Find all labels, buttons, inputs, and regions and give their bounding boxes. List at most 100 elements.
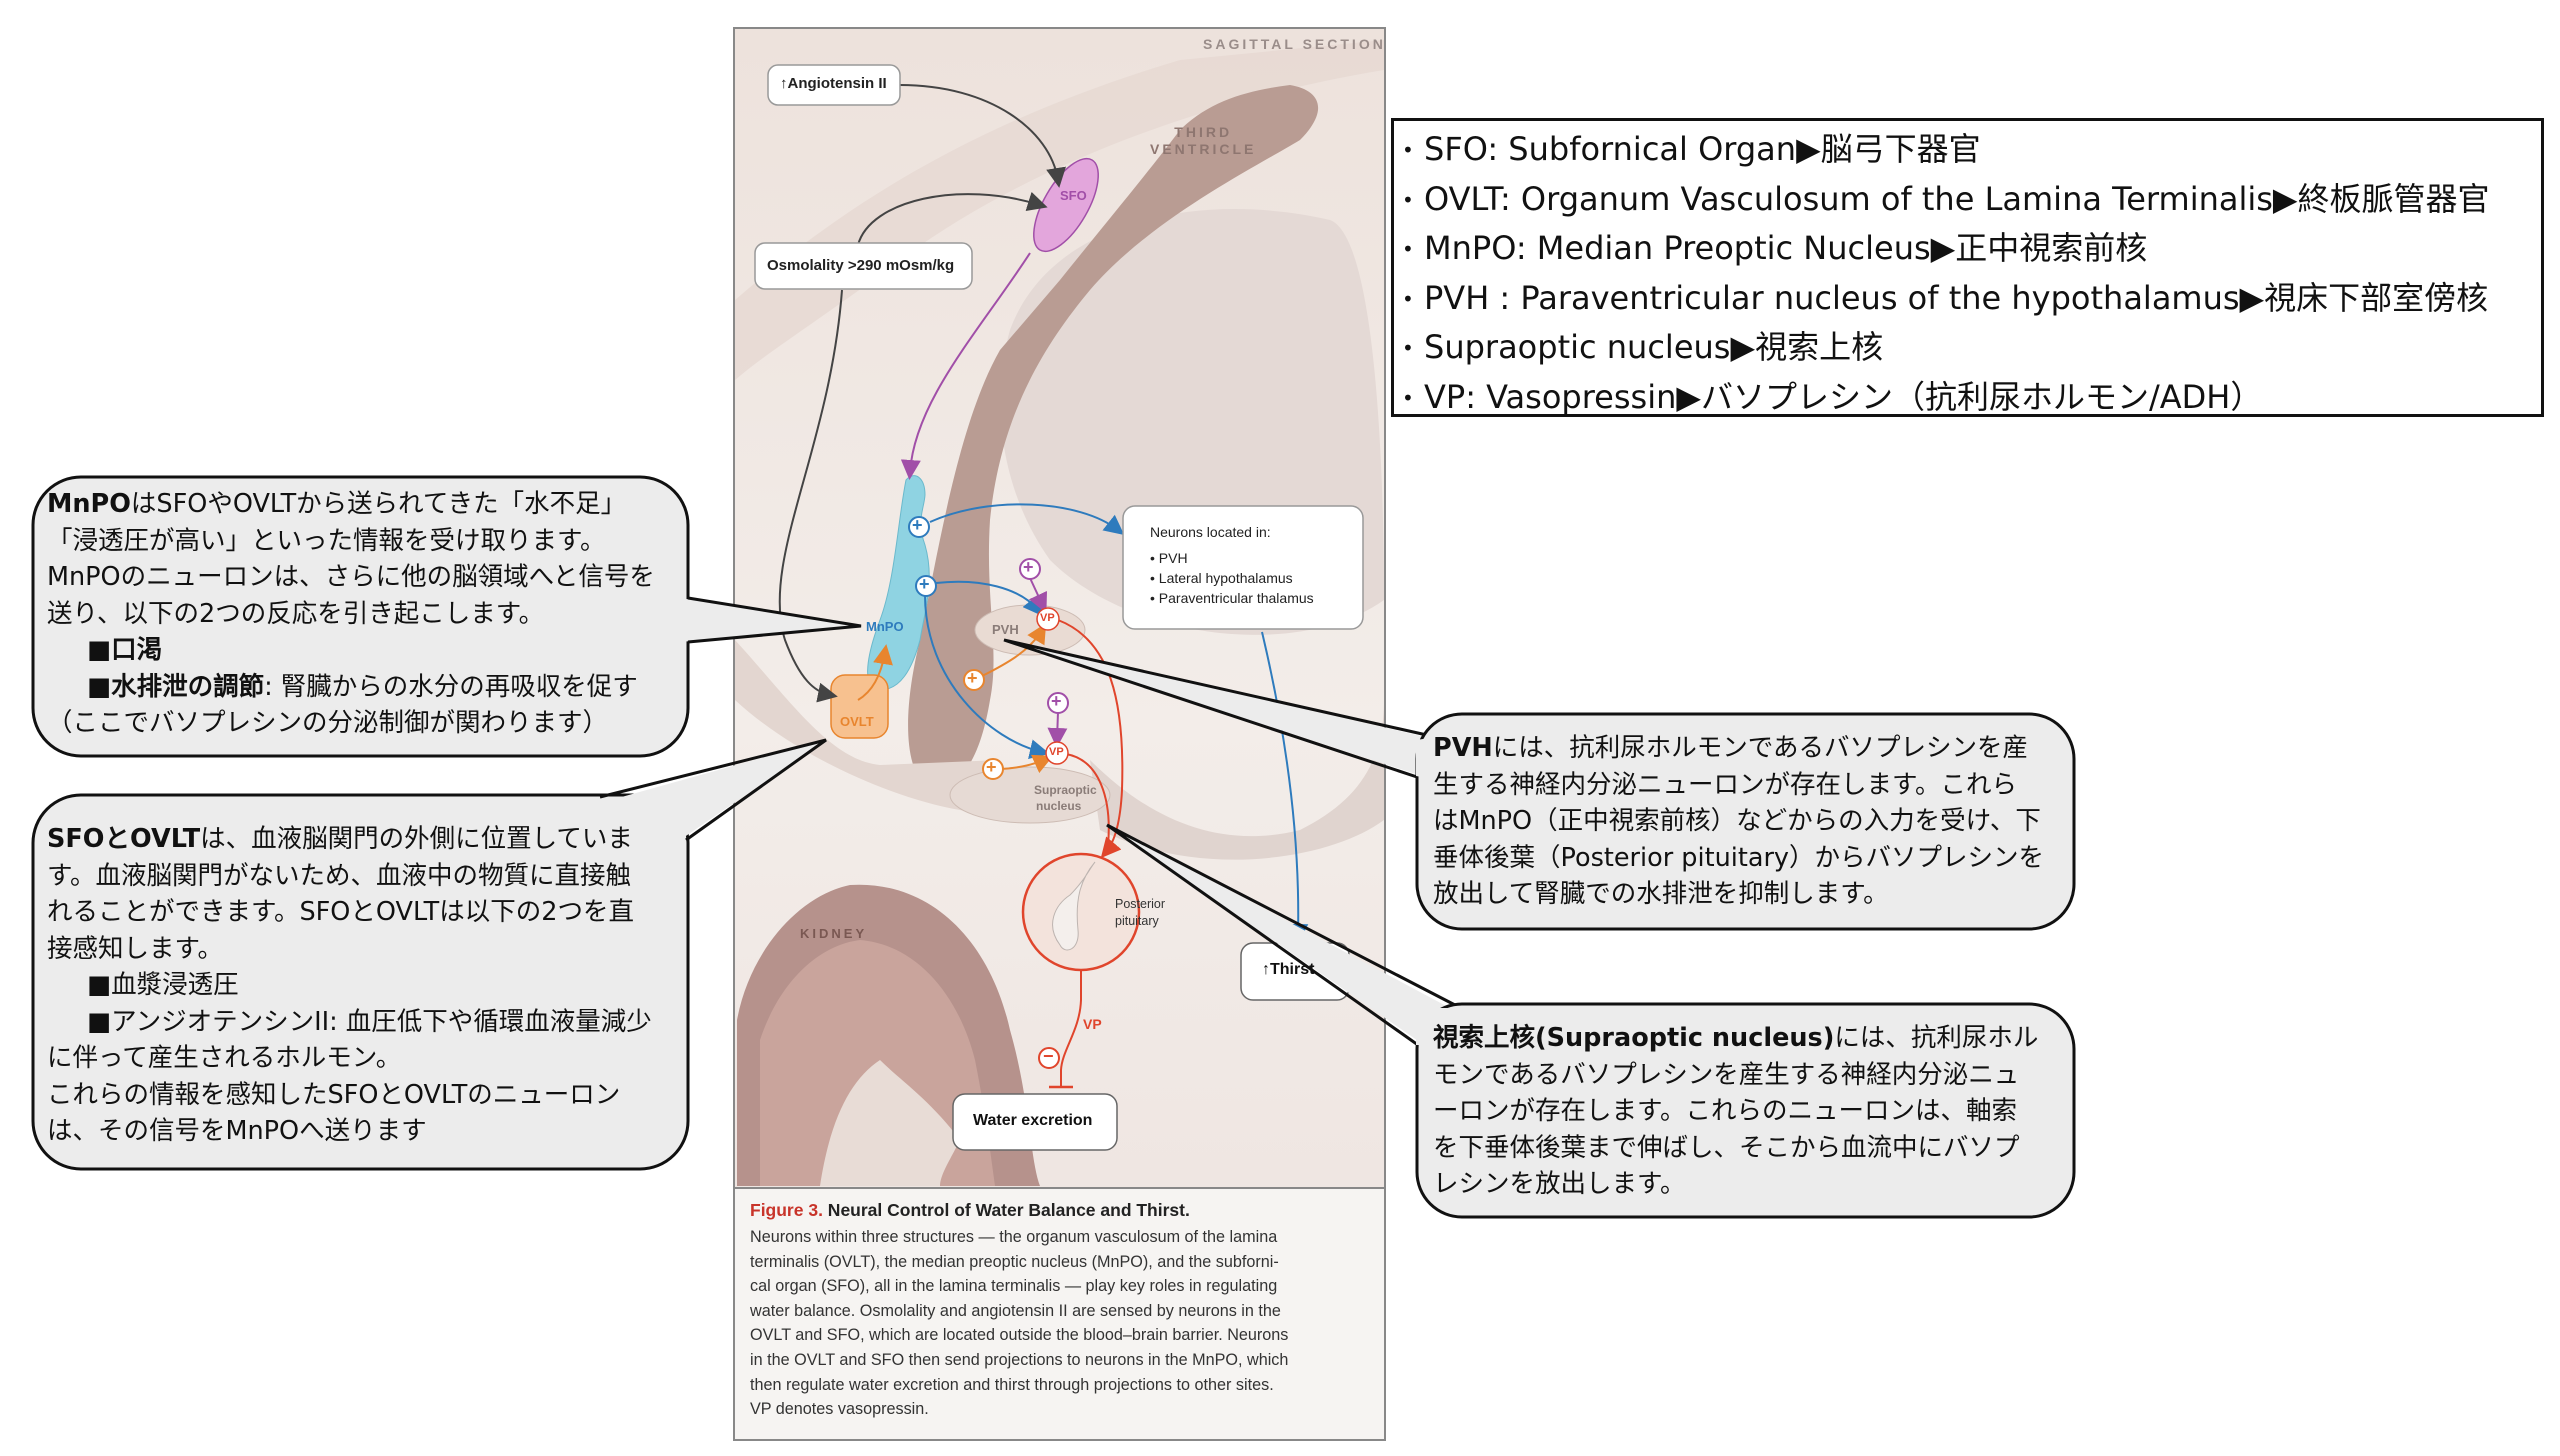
callout-bullet: ■口渇 bbox=[87, 635, 163, 665]
plus-icon bbox=[915, 575, 937, 597]
callout-line: 送り、以下の2つの反応を引き起こします。 bbox=[47, 598, 545, 629]
arrow-pvh-to-pituitary bbox=[1057, 619, 1124, 859]
arrow-neurons-to-thirst bbox=[1261, 631, 1309, 944]
glossary-item: • VP: Vasopressin▶バソプレシン（抗利尿ホルモン/ADH） bbox=[1402, 373, 2541, 423]
posterior-pituitary-line: Posterior bbox=[1115, 897, 1166, 911]
callout-pvh-shape bbox=[1003, 638, 2076, 931]
bullet-icon: • bbox=[1402, 385, 1414, 410]
posterior-pituitary-label: Posterior pituitary bbox=[1115, 896, 1165, 930]
plus-icon bbox=[908, 516, 930, 538]
figure-caption: Figure 3. Neural Control of Water Balanc… bbox=[750, 1200, 1380, 1422]
thirst-label: ↑Thirst bbox=[1262, 961, 1315, 978]
third-ventricle-line: THIRD bbox=[1174, 124, 1233, 140]
third-ventricle-label: THIRD VENTRICLE bbox=[1150, 124, 1256, 158]
plus-icon: + bbox=[986, 757, 997, 777]
arrow-osmolality-to-ovlt bbox=[778, 289, 843, 703]
bullet-icon: • bbox=[1402, 138, 1414, 163]
arrow-orange-to-pvh bbox=[981, 623, 1047, 677]
callout-bullet: ■血漿浸透圧 bbox=[87, 970, 239, 1000]
bullet-icon: • bbox=[1402, 336, 1414, 361]
glossary-text: SFO: Subfornical Organ▶脳弓下器官 bbox=[1424, 130, 1981, 168]
callout-pvh: PVHには、抗利尿ホルモンであるバソプレシンを産 生する神経内分泌ニューロンが存… bbox=[1433, 730, 2044, 913]
supraoptic-line: Supraoptic bbox=[1034, 783, 1097, 797]
glossary-item: •Supraoptic nucleus▶視索上核 bbox=[1402, 323, 2541, 373]
arrow-pituitary-to-water bbox=[1060, 970, 1082, 1087]
glossary-item: • PVH : Paraventricular nucleus of the hy… bbox=[1402, 274, 2541, 324]
callout-line: : 腎臓からの水分の再吸収を促す bbox=[264, 671, 638, 702]
plus-icon: + bbox=[919, 574, 930, 594]
glossary-item: •MnPO: Median Preoptic Nucleus▶正中視索前核 bbox=[1402, 224, 2541, 274]
callout-line: ーロンが存在します。これらのニューロンは、軸索 bbox=[1433, 1096, 2017, 1126]
neurons-box: Neurons located in: • PVH • Lateral hypo… bbox=[1150, 522, 1314, 608]
pvh-label: PVH bbox=[992, 622, 1019, 637]
callout-line: 「浸透圧が高い」といった情報を受け取ります。 bbox=[47, 525, 606, 556]
neurons-title: Neurons located in: bbox=[1150, 524, 1271, 540]
angiotensin-label: ↑Angiotensin II bbox=[780, 75, 887, 92]
callout-son-shape bbox=[1106, 823, 2076, 1219]
callout-line: には、抗利尿ホル bbox=[1834, 1023, 2039, 1053]
arrow-son-to-pituitary bbox=[1065, 753, 1110, 846]
callout-line: には、抗利尿ホルモンであるバソプレシンを産 bbox=[1492, 733, 2029, 763]
bullet-icon: • bbox=[1402, 286, 1414, 311]
plus-icon: + bbox=[1023, 557, 1034, 577]
callout-bullet-bold: ■水排泄の調節 bbox=[87, 671, 265, 702]
plus-icon bbox=[1047, 692, 1069, 714]
plus-icon: + bbox=[912, 515, 923, 535]
vp-label-son: VP bbox=[1049, 746, 1064, 758]
water-excretion-label: Water excretion bbox=[973, 1112, 1093, 1129]
callout-supraoptic: 視索上核(Supraoptic nucleus)には、抗利尿ホル モンであるバソ… bbox=[1433, 1020, 2038, 1203]
callout-bold: MnPO bbox=[47, 489, 131, 519]
arrow-orange-to-son bbox=[1000, 754, 1054, 774]
vp-marker bbox=[1036, 607, 1060, 631]
glossary-item: • SFO: Subfornical Organ▶脳弓下器官 bbox=[1402, 125, 2541, 175]
kidney-label: KIDNEY bbox=[800, 926, 868, 941]
glossary-text: VP: Vasopressin▶バソプレシン（抗利尿ホルモン/ADH） bbox=[1424, 377, 2263, 416]
kidney-pelvis bbox=[820, 1060, 960, 1186]
vp-line-label: VP bbox=[1083, 1016, 1102, 1032]
callout-bold: 視索上核(Supraoptic nucleus) bbox=[1433, 1023, 1835, 1053]
callout-line: これらの情報を感知したSFOとOVLTのニューロン bbox=[47, 1079, 621, 1110]
callout-line: はMnPO（正中視索前核）などからの入力を受け、下 bbox=[1433, 806, 2041, 836]
supraoptic-line: nucleus bbox=[1036, 799, 1082, 813]
arrow-sfo-to-mnpo bbox=[900, 252, 1031, 480]
corpus-callosum bbox=[735, 40, 1384, 380]
sagittal-section-label: SAGITTAL SECTION bbox=[1203, 36, 1386, 52]
optic-chiasm bbox=[735, 640, 1008, 813]
arrow-mnpo-to-neurons bbox=[929, 503, 1125, 535]
glossary-box: • SFO: Subfornical Organ▶脳弓下器官 • OVLT: Org… bbox=[1391, 118, 2544, 417]
glossary-text: OVLT: Organum Vasculosum of the Lamina T… bbox=[1424, 179, 2490, 218]
callout-line: モンであるバソプレシンを産生する神経内分泌ニュ bbox=[1433, 1059, 2020, 1090]
glossary-text: PVH : Paraventricular nucleus of the hyp… bbox=[1424, 278, 2489, 317]
ovlt-shape bbox=[830, 674, 889, 739]
caption-title-text: Neural Control of Water Balance and Thir… bbox=[822, 1200, 1190, 1220]
third-ventricle-line: VENTRICLE bbox=[1150, 141, 1257, 157]
arrow-purple-to-son bbox=[1047, 711, 1068, 748]
arrow-osmolality-to-sfo bbox=[857, 191, 1048, 246]
callout-mnpo: MnPOはSFOやOVLTから送られてきた「水不足」 「浸透圧が高い」といった情… bbox=[47, 486, 655, 742]
caption-background bbox=[735, 1188, 1384, 1439]
callout-line: 接感知します。 bbox=[47, 933, 223, 964]
posterior-pituitary-line: pituitary bbox=[1115, 914, 1159, 928]
minus-icon: − bbox=[1043, 1046, 1054, 1066]
pituitary-gland bbox=[1052, 861, 1096, 951]
callout-line: は、その信号をMnPOへ送ります bbox=[47, 1116, 427, 1146]
plus-icon bbox=[1019, 558, 1041, 580]
sfo-label: SFO bbox=[1060, 188, 1087, 203]
neurons-item: • Paraventricular thalamus bbox=[1150, 590, 1314, 606]
supraoptic-region bbox=[949, 766, 1111, 824]
ovlt-label: OVLT bbox=[840, 714, 874, 729]
neurons-item: • PVH bbox=[1150, 550, 1188, 566]
bullet-icon: • bbox=[1402, 237, 1414, 262]
callout-line: 生する神経内分泌ニューロンが存在します。これら bbox=[1433, 769, 2017, 800]
mnpo-label: MnPO bbox=[866, 619, 904, 634]
osmolality-label: Osmolality >290 mOsm/kg bbox=[767, 257, 955, 274]
callout-sfo-shape bbox=[31, 738, 827, 1171]
callout-line: す。血液脳関門がないため、血液中の物質に直接触 bbox=[47, 860, 631, 891]
plus-icon bbox=[982, 758, 1004, 780]
arrow-ovlt-to-mnpo bbox=[857, 644, 893, 701]
callout-line: MnPOのニューロンは、さらに他の脳領域へと信号を bbox=[47, 562, 655, 592]
vp-marker bbox=[1045, 741, 1069, 765]
callout-line: に伴って産生されるホルモン。 bbox=[47, 1043, 402, 1073]
plus-icon bbox=[963, 669, 985, 691]
